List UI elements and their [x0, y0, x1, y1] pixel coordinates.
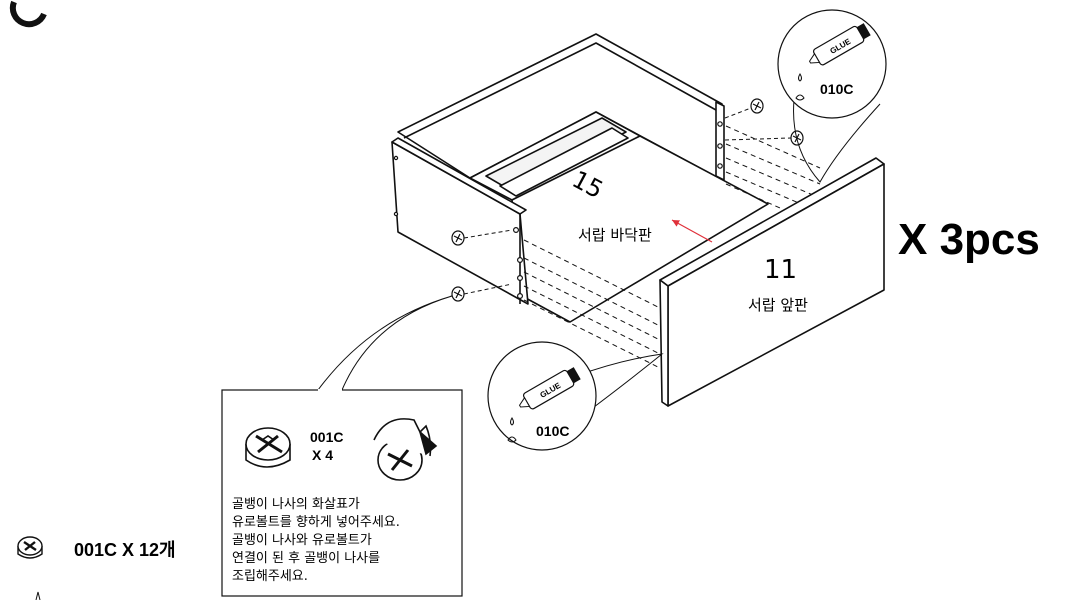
cam-screw-right-1 — [750, 98, 764, 114]
cam-screw-left-1 — [451, 230, 465, 246]
cam-instruction-line-1: 골뱅이 나사의 화살표가 — [232, 497, 360, 512]
cam-code: 001C — [310, 429, 343, 445]
insertion-arrow — [671, 219, 713, 243]
cam-instruction-line-3: 골뱅이 나사와 유로볼트가 — [232, 533, 372, 548]
cam-instruction-line-5: 조립해주세요. — [232, 569, 308, 584]
cam-instruction-callout: 001C X 4 골뱅이 나사의 화살표가 유로볼트를 향하게 넣어주세요. 골… — [221, 295, 463, 597]
glue-callout-bottom: GLUE 010C — [487, 341, 664, 451]
bottom-panel-name: 서랍 바닥판 — [578, 226, 652, 244]
front-panel-number: 11 — [764, 255, 797, 285]
step-number-circle — [9, 0, 47, 28]
glue-callout-top: GLUE 010C — [777, 9, 887, 183]
cam-instruction-line-4: 연결이 된 후 골뱅이 나사를 — [232, 551, 380, 566]
glue-code-bottom: 010C — [536, 423, 569, 439]
front-panel-name: 서랍 앞판 — [748, 296, 808, 314]
glue-code-top: 010C — [820, 81, 853, 97]
quantity-label: X 3pcs — [898, 215, 1040, 264]
cam-instruction-line-2: 유로볼트를 향하게 넣어주세요. — [232, 515, 400, 530]
rotate-arrow-icon — [373, 418, 438, 481]
cam-count: X 4 — [312, 447, 333, 463]
front-panel — [659, 157, 885, 407]
drawer-box — [391, 33, 769, 323]
cam-lock-icon-small — [17, 536, 43, 559]
cam-lock-icon-large — [245, 427, 291, 468]
hardware-total: 001C X 12개 — [74, 540, 176, 560]
cam-screw-left-2 — [451, 286, 465, 302]
